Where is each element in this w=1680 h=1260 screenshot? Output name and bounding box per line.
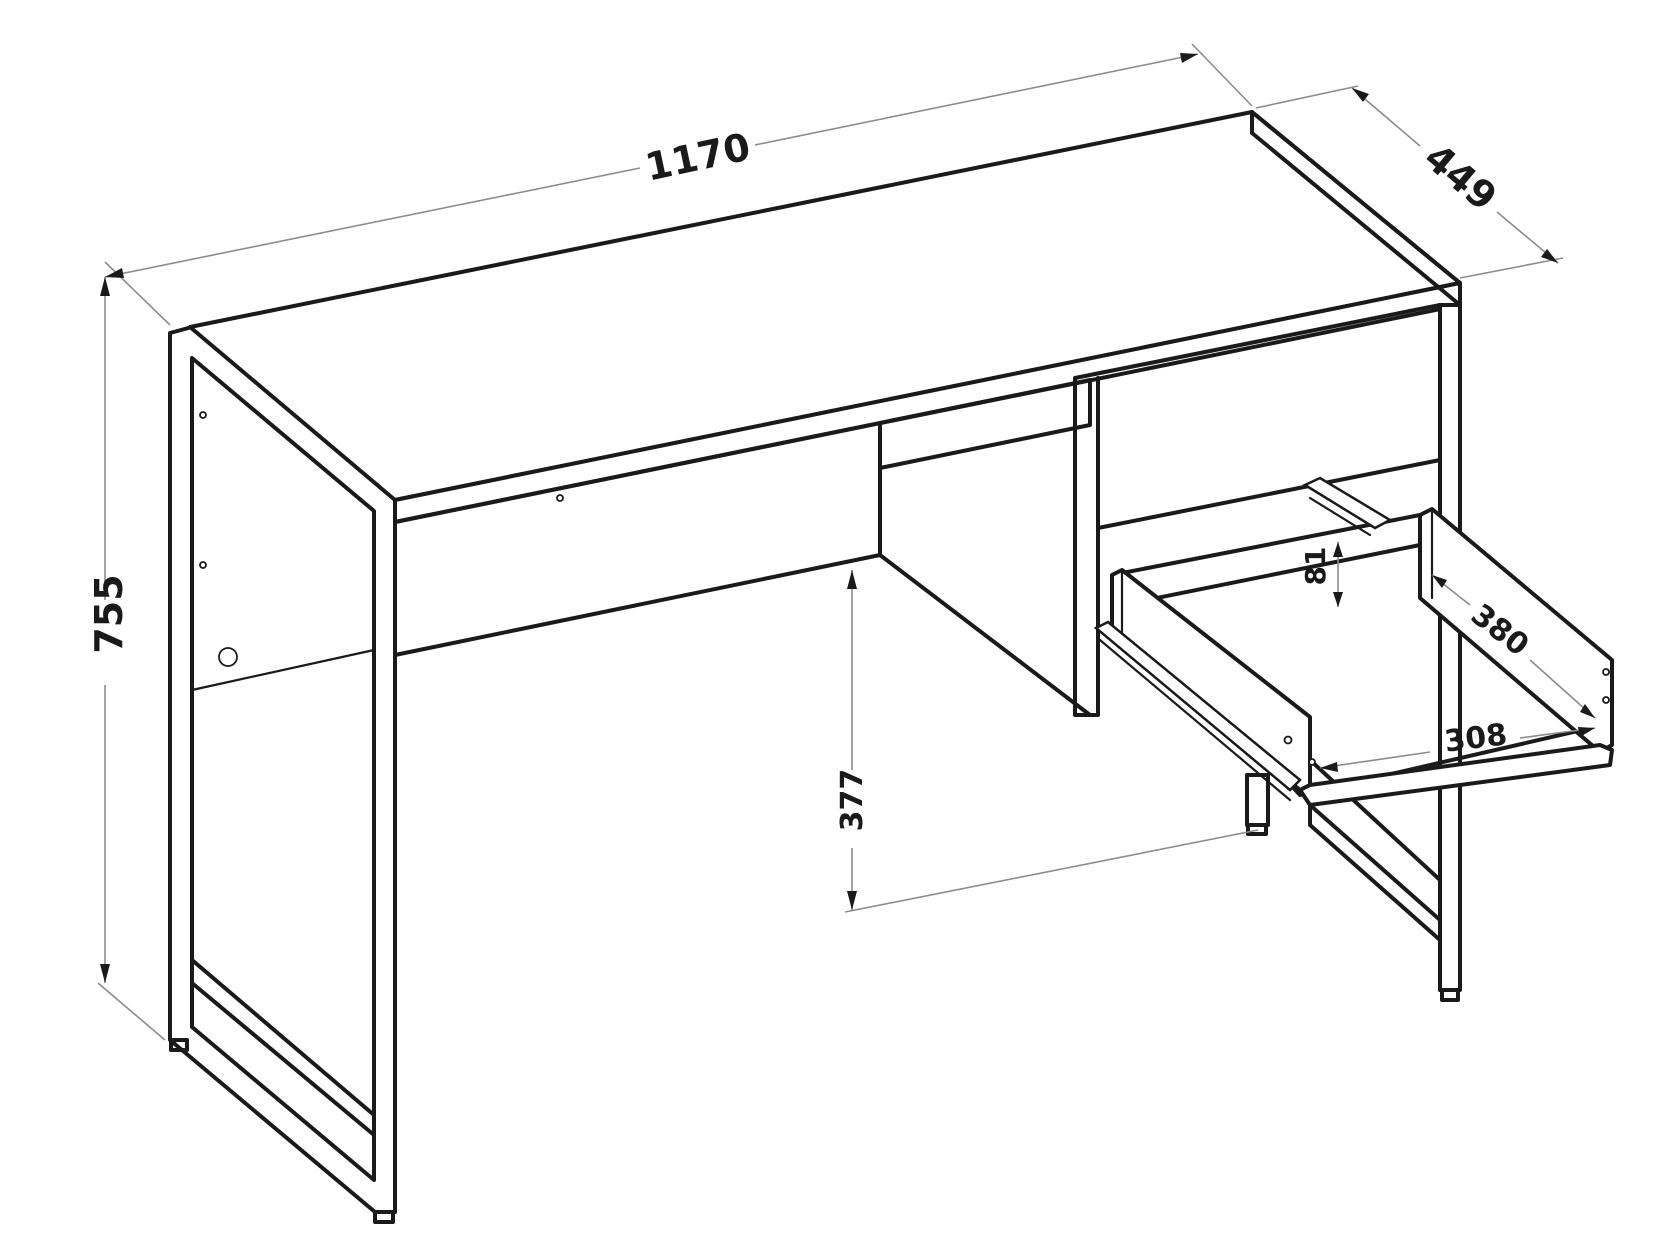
back-panel	[393, 378, 1092, 717]
dimension-depth	[1255, 85, 1564, 279]
dimension-drawer-height	[1333, 542, 1343, 607]
dimension-depth-label: 449	[1416, 135, 1505, 220]
desktop-top	[188, 110, 1462, 524]
dimension-knee-clearance	[844, 570, 1259, 913]
left-front-foot	[373, 1210, 395, 1224]
left-drawer-slide	[1093, 620, 1302, 792]
dimension-drawer-depth	[1431, 574, 1596, 719]
dimension-drawer-width	[1319, 727, 1596, 772]
open-drawer	[1093, 476, 1614, 807]
left-leg-frame	[168, 325, 397, 1224]
left-back-foot	[169, 1038, 189, 1052]
dimension-height	[97, 277, 166, 1041]
right-back-foot	[1440, 988, 1460, 1002]
drawer-cabinet	[1073, 110, 1462, 1002]
dimension-drawer-width-label: 308	[1443, 717, 1509, 759]
dimension-drawer-height-label: 81	[1299, 547, 1332, 586]
right-front-foot	[1246, 823, 1268, 836]
dimension-width	[104, 43, 1253, 326]
right-drawer-slide	[1302, 476, 1393, 530]
dimension-knee-clearance-label: 377	[835, 769, 870, 832]
dimension-height-label: 755	[87, 574, 131, 653]
dimension-width-label: 1170	[641, 125, 754, 190]
